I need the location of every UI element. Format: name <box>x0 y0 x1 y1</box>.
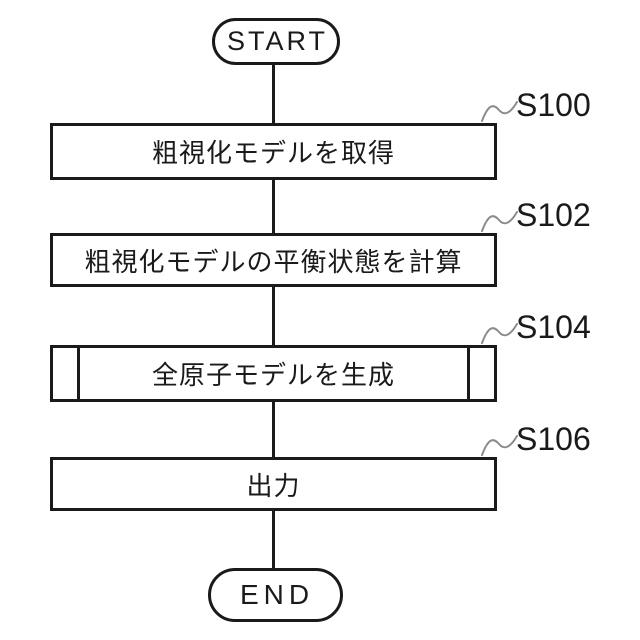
step-text-s106: 出力 <box>246 470 301 501</box>
step-ref-label-s100: S100 <box>516 87 591 123</box>
connector-s104-s106 <box>272 400 275 459</box>
step-ref-label-s104: S104 <box>516 309 591 345</box>
step-box-s102: 粗視化モデルの平衡状態を計算 <box>50 233 497 287</box>
leader-squiggle-icon <box>481 101 518 122</box>
start-terminal: START <box>212 18 340 65</box>
step-ref-label-s102: S102 <box>516 197 591 233</box>
connector-start-s100 <box>272 63 275 124</box>
end-terminal-label: END <box>239 579 315 610</box>
step-text-s100: 粗視化モデルを取得 <box>151 138 395 168</box>
leader-squiggle-icon <box>481 211 518 232</box>
step-box-s104: 全原子モデルを生成 <box>50 345 497 402</box>
end-terminal: END <box>208 568 343 622</box>
step-box-s100: 粗視化モデルを取得 <box>50 123 497 180</box>
step-ref-label-s106: S106 <box>516 421 591 457</box>
connector-s106-end <box>272 509 275 570</box>
leader-squiggle-icon <box>481 323 518 344</box>
leader-squiggle-icon <box>481 435 518 456</box>
step-text-s102: 粗視化モデルの平衡状態を計算 <box>84 246 463 277</box>
predefined-process-left-bar <box>77 348 80 399</box>
connector-s102-s104 <box>272 285 275 347</box>
step-box-s106: 出力 <box>50 457 497 511</box>
connector-s100-s102 <box>272 178 275 235</box>
predefined-process-right-bar <box>467 348 470 399</box>
step-text-s104: 全原子モデルを生成 <box>151 360 395 390</box>
start-terminal-label: START <box>226 26 328 56</box>
